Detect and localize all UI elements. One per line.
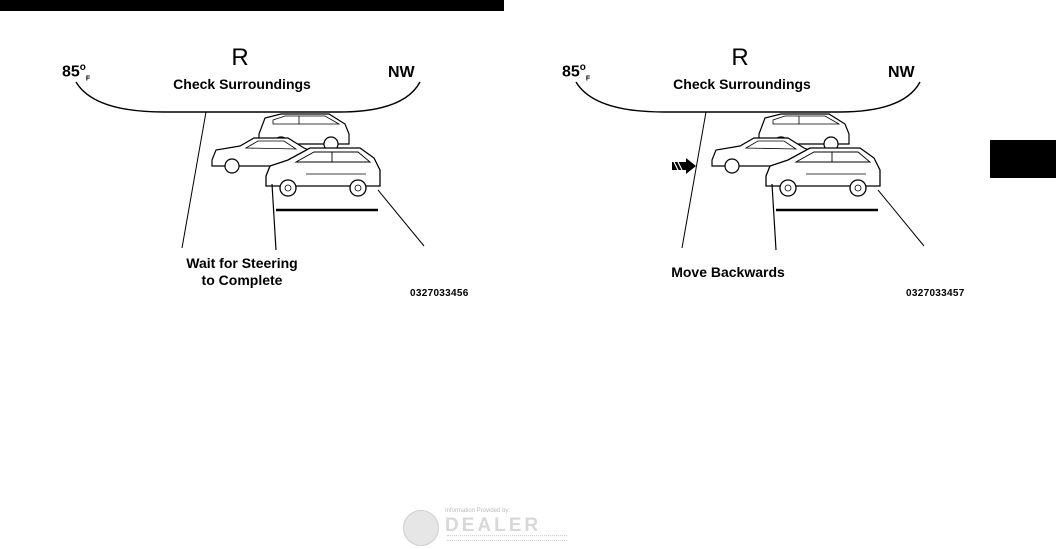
backward-arrow-icon [672,158,696,174]
display-illustration [75,81,425,251]
watermark-dots [447,535,567,541]
caption-line: to Complete [201,272,283,288]
compass-heading: NW [888,64,915,81]
display-illustration [575,81,925,251]
figure-code: 0327033456 [410,288,469,299]
status-message: Check Surroundings [173,76,311,92]
section-tab [990,140,1056,178]
caption-line: Wait for Steering [186,255,298,271]
temperature-readout: 85oF [62,62,91,83]
figure-code: 0327033457 [906,288,965,299]
figure-wait-steering: 85oF R Check Surroundings NW Wait for St… [54,40,574,310]
compass-heading: NW [388,64,415,81]
dealer-watermark: Information Provided by: DEALER [403,506,573,546]
watermark-caption: Information Provided by: [445,508,511,514]
temperature-readout: 85oF [562,62,591,83]
parking-suv-icon [765,147,881,197]
parking-suv-icon [265,147,381,197]
figure-move-backwards: 85oF R Check Surroundings NW Move Backwa… [554,40,1056,310]
caption-line: Move Backwards [671,264,785,280]
gear-indicator: R [731,44,749,71]
instruction-caption: Move Backwards [671,264,785,281]
watermark-brand: DEALER [445,515,542,536]
instruction-caption: Wait for Steering to Complete [186,255,298,289]
dealer-logo-icon [403,510,439,546]
header-bar [0,0,504,11]
gear-indicator: R [231,44,249,71]
status-message: Check Surroundings [673,76,811,92]
